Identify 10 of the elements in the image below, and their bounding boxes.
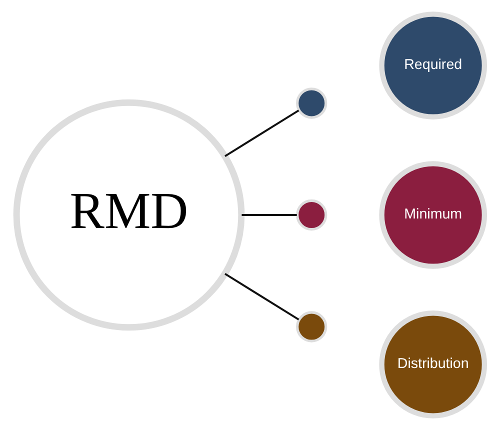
node-circle — [296, 87, 327, 118]
node-circle: Minimum — [378, 160, 487, 268]
node-circle — [296, 198, 327, 230]
node-circle: Distribution — [378, 310, 487, 418]
connector — [241, 214, 296, 216]
node-circle: RMD — [12, 98, 244, 330]
connector — [224, 272, 299, 320]
node-circle: Required — [378, 11, 487, 119]
connector — [224, 109, 299, 156]
node-circle — [296, 310, 327, 342]
